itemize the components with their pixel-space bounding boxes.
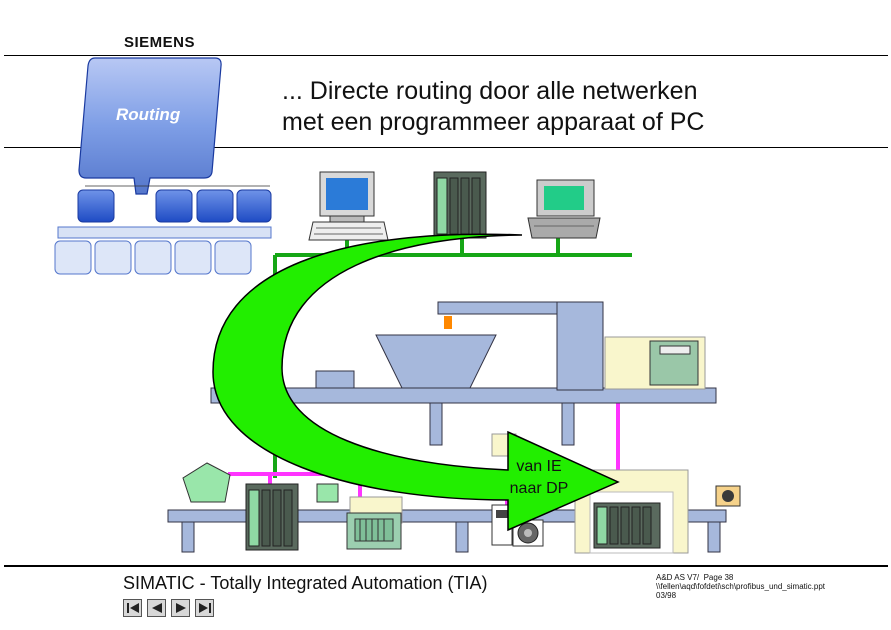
title-line-2: met een programmeer apparaat of PC <box>282 108 705 136</box>
drive-icon <box>491 504 544 547</box>
skip-back-icon <box>126 603 139 613</box>
arrow-label: van IE naar DP <box>499 456 579 500</box>
top-divider <box>4 55 888 56</box>
arrow-label-line-2: naar DP <box>509 480 569 497</box>
plc-rack-icon <box>245 483 299 551</box>
play-forward-icon <box>175 603 186 613</box>
title-line-1: ... Directe routing door alle netwerken <box>282 77 698 105</box>
nozzle-icon <box>444 316 452 329</box>
previous-slide-button[interactable] <box>147 599 166 617</box>
slide-navigation <box>123 599 214 617</box>
first-slide-button[interactable] <box>123 599 142 617</box>
et200-module-icon <box>346 512 402 550</box>
footer-page-info: A&D AS V7/ Page 38 \\fellen\aqd\fofdeti\… <box>656 573 825 600</box>
plc-rack-icon <box>433 171 487 239</box>
plc-rack-icon <box>593 502 661 549</box>
hopper-icon <box>375 334 497 389</box>
siemens-logo: SIEMENS <box>124 34 196 51</box>
laptop-icon <box>527 179 601 239</box>
routing-badge-label: Routing <box>116 105 181 124</box>
footer-title: SIMATIC - Totally Integrated Automation … <box>123 573 488 593</box>
routing-arrow <box>212 233 620 532</box>
next-slide-button[interactable] <box>171 599 190 617</box>
footer-divider <box>4 565 888 567</box>
routing-hierarchy-icon <box>54 57 272 275</box>
page-title: ... Directe routing door alle netwerken … <box>282 76 704 138</box>
pentagon-part-icon <box>182 462 231 503</box>
arrow-label-line-1: van IE <box>516 458 562 475</box>
pc-icon <box>308 171 389 241</box>
header-divider <box>4 147 888 148</box>
last-slide-button[interactable] <box>195 599 214 617</box>
skip-forward-icon <box>198 603 211 613</box>
play-back-icon <box>151 603 162 613</box>
